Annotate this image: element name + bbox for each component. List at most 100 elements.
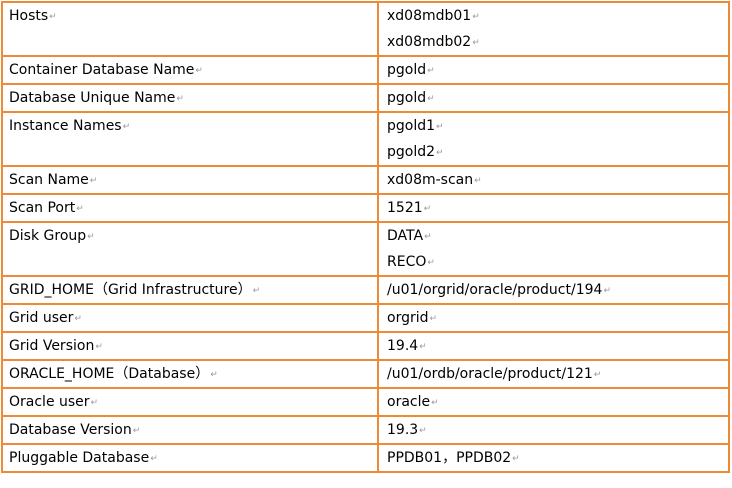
table-row: Grid user↵orgrid↵ bbox=[1, 303, 730, 333]
paragraph-mark-icon: ↵ bbox=[252, 286, 261, 296]
row-key-line: Grid Version↵ bbox=[9, 334, 376, 358]
paragraph-mark-icon: ↵ bbox=[429, 314, 438, 324]
table-row: Disk Group↵DATA↵RECO↵ bbox=[1, 221, 730, 277]
row-key-line: Database Unique Name↵ bbox=[9, 86, 376, 110]
row-value-text: 1521 bbox=[387, 200, 423, 216]
row-key-cell: GRID_HOME（Grid Infrastructure）↵ bbox=[1, 275, 379, 305]
row-value-line: 19.3↵ bbox=[387, 418, 727, 442]
row-value-text: pgold bbox=[387, 90, 427, 106]
row-value-cell: xd08m-scan↵ bbox=[377, 165, 730, 195]
row-key-text: Instance Names bbox=[9, 118, 122, 134]
row-value-text: /u01/ordb/oracle/product/121 bbox=[387, 366, 593, 382]
paragraph-mark-icon: ↵ bbox=[419, 342, 427, 352]
table-row: Instance Names↵pgold1↵pgold2↵ bbox=[1, 111, 730, 167]
row-value-text: /u01/orgrid/oracle/product/194 bbox=[387, 282, 603, 298]
row-value-cell: DATA↵RECO↵ bbox=[377, 221, 730, 277]
row-value-text: DATA bbox=[387, 228, 424, 244]
row-value-cell: 1521↵ bbox=[377, 193, 730, 223]
row-key-cell: Container Database Name↵ bbox=[1, 55, 379, 85]
row-key-cell: Scan Name↵ bbox=[1, 165, 379, 195]
paragraph-mark-icon: ↵ bbox=[176, 94, 184, 104]
paragraph-mark-icon: ↵ bbox=[195, 66, 203, 76]
config-table: Hosts↵xd08mdb01↵xd08mdb02↵Container Data… bbox=[1, 1, 730, 473]
row-key-line: Oracle user↵ bbox=[9, 390, 376, 414]
row-value-cell: pgold↵ bbox=[377, 83, 730, 113]
row-key-line: ORACLE_HOME（Database）↵ bbox=[9, 362, 376, 386]
row-value-line: RECO↵ bbox=[387, 249, 727, 274]
row-key-line: Scan Name↵ bbox=[9, 168, 376, 192]
table-row: Database Unique Name↵pgold↵ bbox=[1, 83, 730, 113]
row-value-line: oracle↵ bbox=[387, 390, 727, 414]
row-key-line: Database Version↵ bbox=[9, 418, 376, 442]
table-row: Oracle user↵oracle↵ bbox=[1, 387, 730, 417]
row-value-line: pgold1↵ bbox=[387, 114, 727, 139]
row-value-cell: orgrid↵ bbox=[377, 303, 730, 333]
paragraph-mark-icon: ↵ bbox=[427, 94, 435, 104]
table-row: Hosts↵xd08mdb01↵xd08mdb02↵ bbox=[1, 1, 730, 57]
row-key-line: Scan Port↵ bbox=[9, 196, 376, 220]
paragraph-mark-icon: ↵ bbox=[90, 398, 99, 408]
row-value-text: pgold2 bbox=[387, 144, 436, 160]
config-table-body: Hosts↵xd08mdb01↵xd08mdb02↵Container Data… bbox=[1, 1, 730, 473]
row-value-cell: 19.3↵ bbox=[377, 415, 730, 445]
row-key-line: Grid user↵ bbox=[9, 306, 376, 330]
paragraph-mark-icon: ↵ bbox=[95, 342, 103, 352]
row-key-text: Hosts bbox=[9, 8, 49, 24]
row-key-text: Scan Name bbox=[9, 172, 89, 188]
paragraph-mark-icon: ↵ bbox=[132, 426, 141, 436]
row-value-line: /u01/orgrid/oracle/product/194↵ bbox=[387, 278, 727, 302]
table-row: Scan Name↵ xd08m-scan↵ bbox=[1, 165, 730, 195]
row-key-text: ORACLE_HOME（Database） bbox=[9, 366, 210, 382]
row-key-cell: Database Version↵ bbox=[1, 415, 379, 445]
row-value-text: xd08m-scan bbox=[387, 172, 474, 188]
table-row: ORACLE_HOME（Database）↵ /u01/ordb/oracle/p… bbox=[1, 359, 730, 389]
row-value-line: 19.4↵ bbox=[387, 334, 727, 358]
row-value-line: pgold2↵ bbox=[387, 139, 727, 164]
row-key-cell: Disk Group↵ bbox=[1, 221, 379, 277]
row-value-text: oracle bbox=[387, 394, 431, 410]
row-value-text: xd08mdb02 bbox=[387, 34, 472, 50]
row-value-line: pgold↵ bbox=[387, 58, 727, 82]
paragraph-mark-icon: ↵ bbox=[122, 122, 131, 132]
row-value-cell: 19.4↵ bbox=[377, 331, 730, 361]
paragraph-mark-icon: ↵ bbox=[423, 204, 432, 214]
paragraph-mark-icon: ↵ bbox=[76, 204, 84, 214]
row-value-line: /u01/ordb/oracle/product/121↵ bbox=[387, 362, 727, 386]
row-value-text: 19.3 bbox=[387, 422, 419, 438]
paragraph-mark-icon: ↵ bbox=[427, 258, 435, 268]
row-key-cell: Pluggable Database↵ bbox=[1, 443, 379, 473]
row-value-line: pgold↵ bbox=[387, 86, 727, 110]
row-key-cell: Database Unique Name↵ bbox=[1, 83, 379, 113]
row-key-text: Disk Group bbox=[9, 228, 87, 244]
row-value-line: xd08m-scan↵ bbox=[387, 168, 727, 192]
paragraph-mark-icon: ↵ bbox=[49, 12, 57, 22]
paragraph-mark-icon: ↵ bbox=[424, 232, 432, 242]
row-value-cell: pgold1↵pgold2↵ bbox=[377, 111, 730, 167]
row-key-line: Disk Group↵ bbox=[9, 224, 376, 249]
table-row: Grid Version↵19.4↵ bbox=[1, 331, 730, 361]
paragraph-mark-icon: ↵ bbox=[87, 232, 95, 242]
row-value-cell: pgold↵ bbox=[377, 55, 730, 85]
row-value-cell: /u01/ordb/oracle/product/121↵ bbox=[377, 359, 730, 389]
row-key-cell: ORACLE_HOME（Database）↵ bbox=[1, 359, 379, 389]
row-value-cell: PPDB01，PPDB02↵ bbox=[377, 443, 730, 473]
row-key-cell: Grid Version↵ bbox=[1, 331, 379, 361]
row-key-text: Database Unique Name bbox=[9, 90, 176, 106]
row-value-text: pgold1 bbox=[387, 118, 436, 134]
row-key-text: Oracle user bbox=[9, 394, 90, 410]
row-key-line: Container Database Name↵ bbox=[9, 58, 376, 82]
paragraph-mark-icon: ↵ bbox=[472, 38, 480, 48]
row-value-line: xd08mdb02↵ bbox=[387, 29, 727, 54]
paragraph-mark-icon: ↵ bbox=[431, 398, 439, 408]
paragraph-mark-icon: ↵ bbox=[419, 426, 427, 436]
row-value-text: xd08mdb01 bbox=[387, 8, 472, 24]
paragraph-mark-icon: ↵ bbox=[603, 286, 611, 296]
table-row: Database Version↵19.3↵ bbox=[1, 415, 730, 445]
row-key-text: Container Database Name bbox=[9, 62, 195, 78]
row-key-cell: Instance Names↵ bbox=[1, 111, 379, 167]
row-key-text: Grid Version bbox=[9, 338, 95, 354]
row-value-text: PPDB01，PPDB02 bbox=[387, 450, 512, 466]
row-key-cell: Grid user↵ bbox=[1, 303, 379, 333]
table-row: Pluggable Database↵PPDB01，PPDB02↵ bbox=[1, 443, 730, 473]
row-key-line: GRID_HOME（Grid Infrastructure）↵ bbox=[9, 278, 376, 302]
